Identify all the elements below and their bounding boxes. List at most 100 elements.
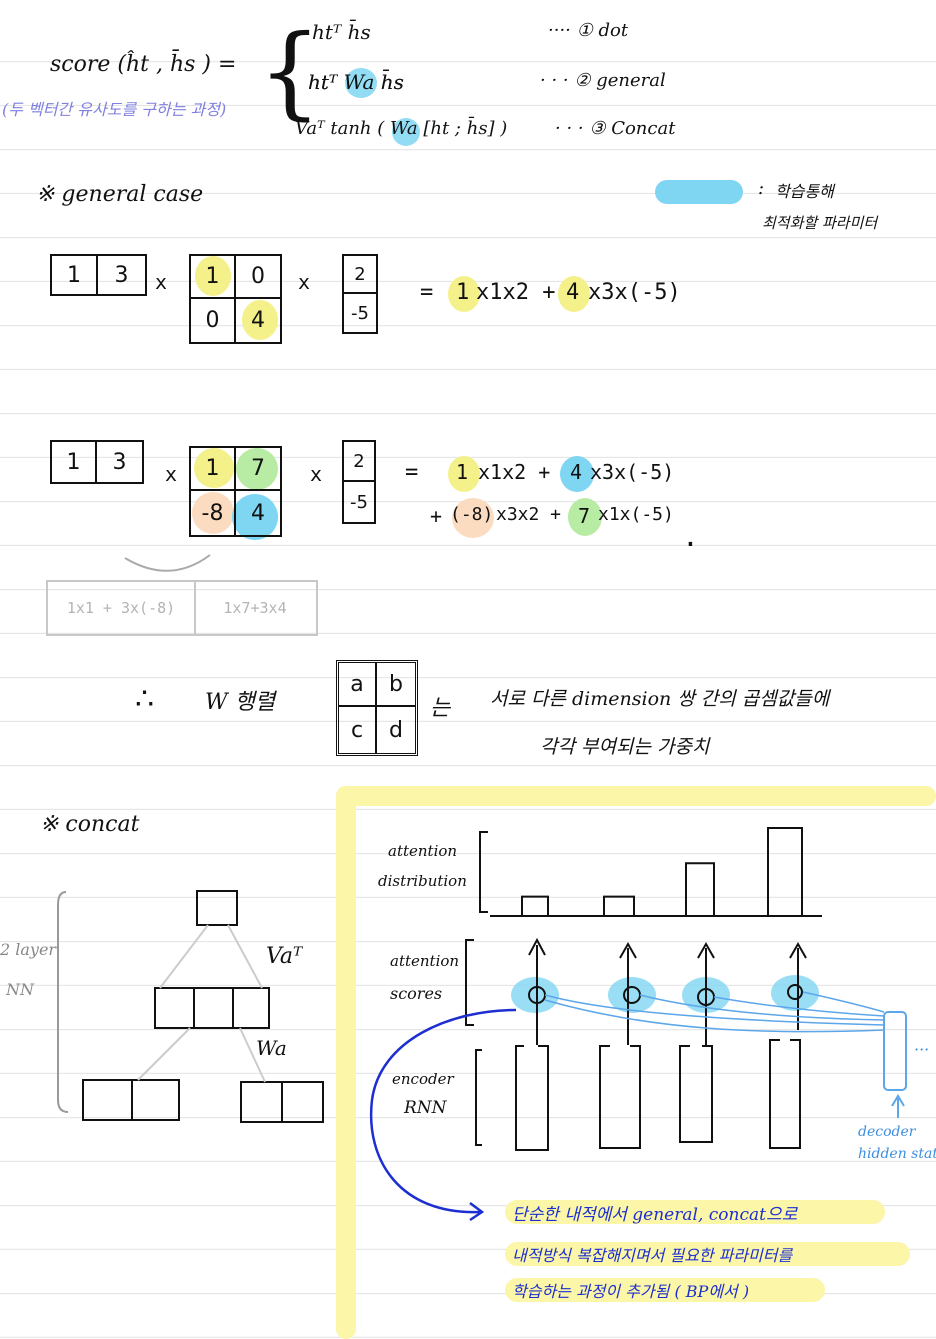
ex2-res-8: 7 bbox=[578, 504, 591, 528]
w-note-line1: 서로 다른 dimension 쌍 간의 곱셈값들에 bbox=[490, 688, 830, 710]
ex2-highlight-d bbox=[232, 494, 278, 540]
ex1-row-cell: 1 bbox=[52, 256, 98, 294]
w-matrix-cell: d bbox=[389, 717, 403, 743]
w-note-line2: 각각 부여되는 가중치 bbox=[540, 736, 710, 758]
decoder-ellipsis: ··· bbox=[914, 1040, 930, 1059]
ex2-res-hl-3 bbox=[452, 498, 494, 538]
attention-bar bbox=[521, 895, 549, 916]
legend-colon: : bbox=[758, 178, 765, 199]
attn-scores-label-2: scores bbox=[390, 984, 443, 1003]
ex2-dot: . bbox=[682, 520, 699, 553]
ex1-col-cell: 2 bbox=[344, 256, 376, 294]
encoder-cell bbox=[679, 1045, 713, 1143]
label-concat: · · · ③ Concat bbox=[555, 118, 676, 139]
ex1-times-1: x bbox=[155, 270, 168, 294]
ex2-row-cell: 1 bbox=[52, 442, 97, 482]
ex1-eq: = bbox=[420, 280, 434, 305]
product-cell: 1x7+3x4 bbox=[223, 599, 287, 617]
encoder-label-1: encoder bbox=[392, 1070, 454, 1088]
attn-dist-label-2: distribution bbox=[378, 872, 467, 890]
formula-dot: htᵀ h̄s bbox=[312, 20, 371, 44]
therefore-symbol: ∴ bbox=[135, 682, 155, 717]
attn-dist-label-1: attention bbox=[388, 842, 458, 860]
ex1-res-1: 1 bbox=[456, 280, 470, 305]
general-case-heading: ※ general case bbox=[36, 182, 204, 207]
ex2-times-2: x bbox=[310, 462, 323, 486]
ex1-res-hl-1 bbox=[448, 276, 480, 312]
ex1-res-4: x3x(-5) bbox=[588, 280, 681, 305]
w-matrix-cell: c bbox=[339, 707, 377, 753]
smile-arc bbox=[124, 554, 211, 572]
ex2-times-1: x bbox=[165, 462, 178, 486]
ex1-row-vector: 1 3 bbox=[50, 254, 147, 296]
label-general: · · · ② general bbox=[540, 70, 666, 91]
product-row: 1x1 + 3x(-8) 1x7+3x4 bbox=[46, 580, 318, 636]
product-cell: 1x1 + 3x(-8) bbox=[48, 582, 196, 634]
ex2-res-7: x3x2 + bbox=[496, 504, 562, 525]
ex1-matrix-cell: 1 bbox=[191, 256, 236, 299]
ex2-res-2: x1x2 + bbox=[478, 460, 551, 484]
ex2-res-hl-1 bbox=[448, 456, 480, 492]
ex1-matrix-cell: 0 bbox=[236, 256, 280, 299]
summary-line2: 내적방식 복잡해지며서 필요한 파라미터를 bbox=[512, 1246, 793, 1265]
attn-scores-label-1: attention bbox=[390, 952, 460, 970]
ex2-matrix-cell: 4 bbox=[251, 500, 265, 526]
formula-general-over: htᵀ Wa h̄s bbox=[308, 70, 404, 94]
concat-heading: ※ concat bbox=[40, 812, 140, 837]
nn-output-node bbox=[196, 890, 238, 926]
wa-highlight-1 bbox=[345, 68, 377, 98]
ex2-matrix-cell: 1 bbox=[191, 448, 236, 491]
summary-hl-2 bbox=[505, 1242, 910, 1266]
score-node bbox=[787, 984, 803, 1000]
encoder-cell bbox=[599, 1045, 641, 1149]
ex2-row-cell: 3 bbox=[112, 449, 127, 475]
ex1-res-2: x1x2 + bbox=[476, 280, 556, 305]
score-highlight bbox=[511, 977, 559, 1013]
ex2-matrix: 1 7 -8 4 bbox=[189, 446, 282, 537]
legend-line1: 학습통해 bbox=[775, 182, 834, 201]
blue-arrow bbox=[369, 1008, 517, 1214]
label-dot: ···· ① dot bbox=[548, 20, 629, 41]
summary-hl-1 bbox=[505, 1200, 885, 1224]
concat-wa-label: Wa bbox=[256, 1036, 287, 1060]
nn-hidden-layer bbox=[154, 987, 270, 1029]
summary-line1: 단순한 내적에서 general, concat으로 bbox=[512, 1205, 798, 1225]
ex2-res-6: (-8) bbox=[450, 504, 494, 525]
ex2-res-5: + bbox=[430, 504, 443, 528]
nn-bracket bbox=[57, 891, 69, 1113]
ex1-matrix: 1 0 0 4 bbox=[189, 254, 282, 344]
ex2-col-vector: 2 -5 bbox=[342, 440, 376, 524]
ex1-highlight-d bbox=[242, 300, 278, 340]
w-label: W 행렬 bbox=[205, 690, 276, 715]
score-highlight bbox=[608, 977, 656, 1013]
ex2-res-9: x1x(-5) bbox=[598, 504, 674, 525]
ex2-highlight-b bbox=[236, 448, 278, 490]
decoder-label-1: decoder bbox=[858, 1124, 916, 1140]
ex2-res-1: 1 bbox=[456, 460, 469, 484]
ex2-col-cell: -5 bbox=[350, 491, 368, 513]
ex2-res-3: 4 bbox=[570, 460, 583, 484]
ex2-matrix-cell: 7 bbox=[236, 448, 280, 491]
ex1-res-hl-2 bbox=[558, 276, 590, 312]
ex2-res-hl-4 bbox=[568, 498, 602, 536]
wa-highlight-2 bbox=[392, 118, 420, 146]
encoder-label-2: RNN bbox=[404, 1098, 447, 1118]
ex2-highlight-c bbox=[192, 492, 234, 534]
formula-concat: Vaᵀ tanh ( Wa [ht ; h̄s] ) bbox=[295, 118, 508, 139]
ex2-matrix-cell: -8 bbox=[191, 491, 236, 535]
legend-swatch bbox=[655, 180, 743, 204]
concat-side-label-1: 2 layer bbox=[0, 940, 57, 959]
ex1-matrix-cell: 0 bbox=[191, 299, 236, 342]
w-matrix-cell: b bbox=[377, 663, 415, 707]
brace: { bbox=[258, 13, 322, 130]
attention-bar bbox=[767, 827, 803, 916]
decoder-state bbox=[883, 1011, 907, 1091]
attention-bar bbox=[603, 895, 635, 916]
summary-line3: 학습하는 과정이 추가됨 ( BP에서 ) bbox=[512, 1282, 750, 1301]
concat-side-label-2: NN bbox=[6, 980, 34, 999]
ex2-eq: = bbox=[405, 460, 419, 485]
ex1-times-2: x bbox=[298, 270, 311, 294]
ex2-res-4: x3x(-5) bbox=[590, 460, 675, 484]
